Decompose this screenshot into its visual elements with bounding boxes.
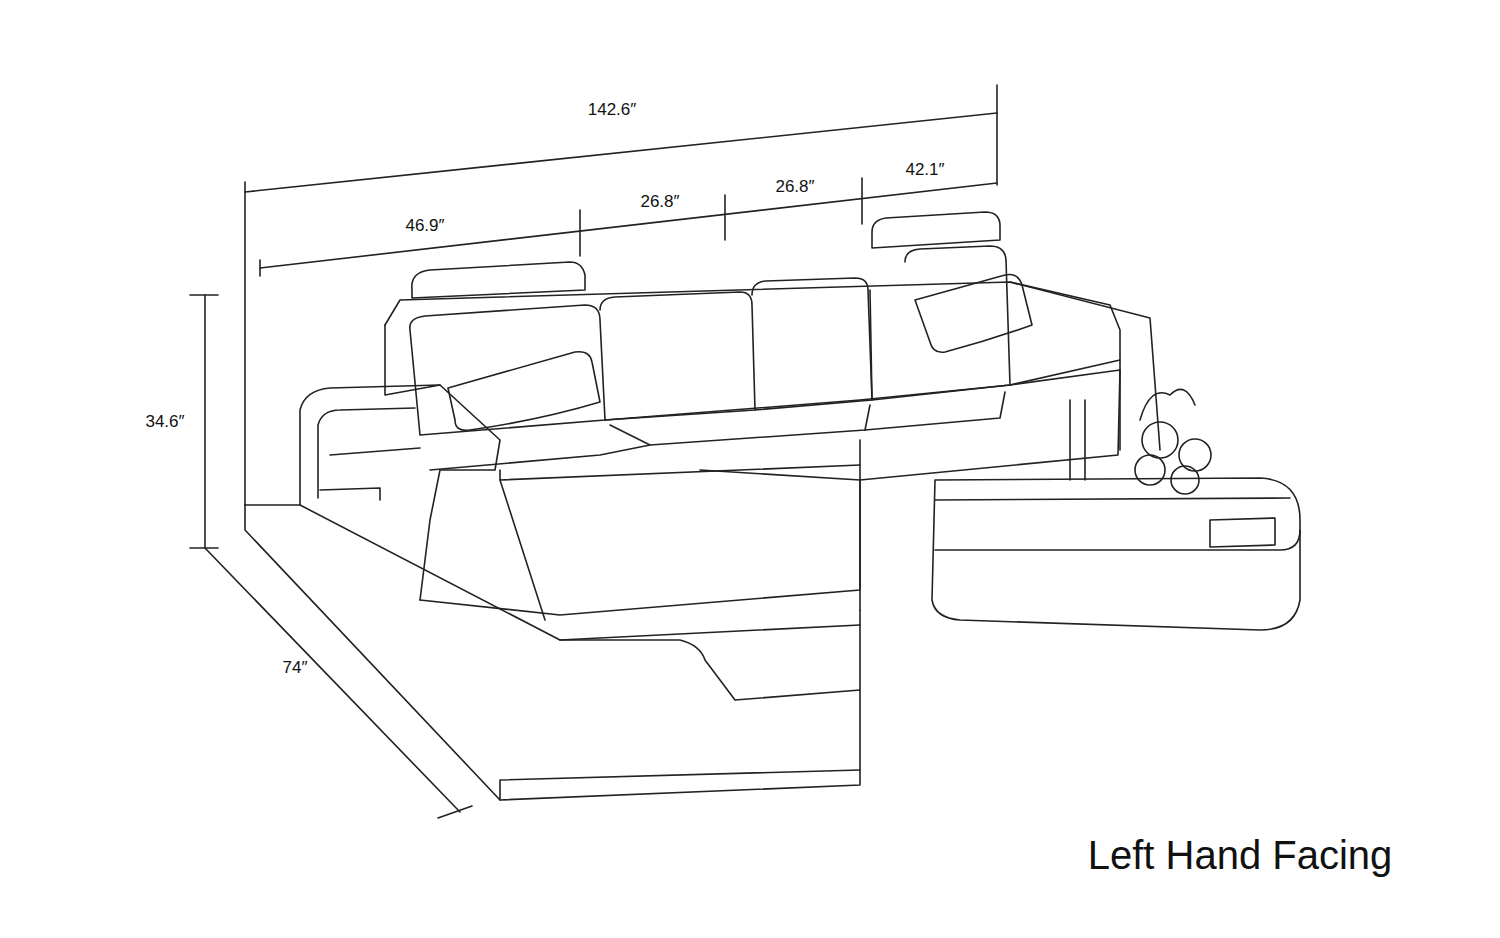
dimension-label: 74″ — [281, 659, 310, 678]
dimension-label: 42.1″ — [903, 161, 946, 180]
dimension-label: 26.8″ — [773, 178, 816, 197]
dimension-label: 34.6″ — [143, 413, 186, 432]
dimension-label: 142.6″ — [586, 101, 639, 120]
caption: Left Hand Facing — [1086, 833, 1395, 877]
dimension-label: 46.9″ — [403, 217, 446, 236]
dimension-label: 26.8″ — [638, 193, 681, 212]
